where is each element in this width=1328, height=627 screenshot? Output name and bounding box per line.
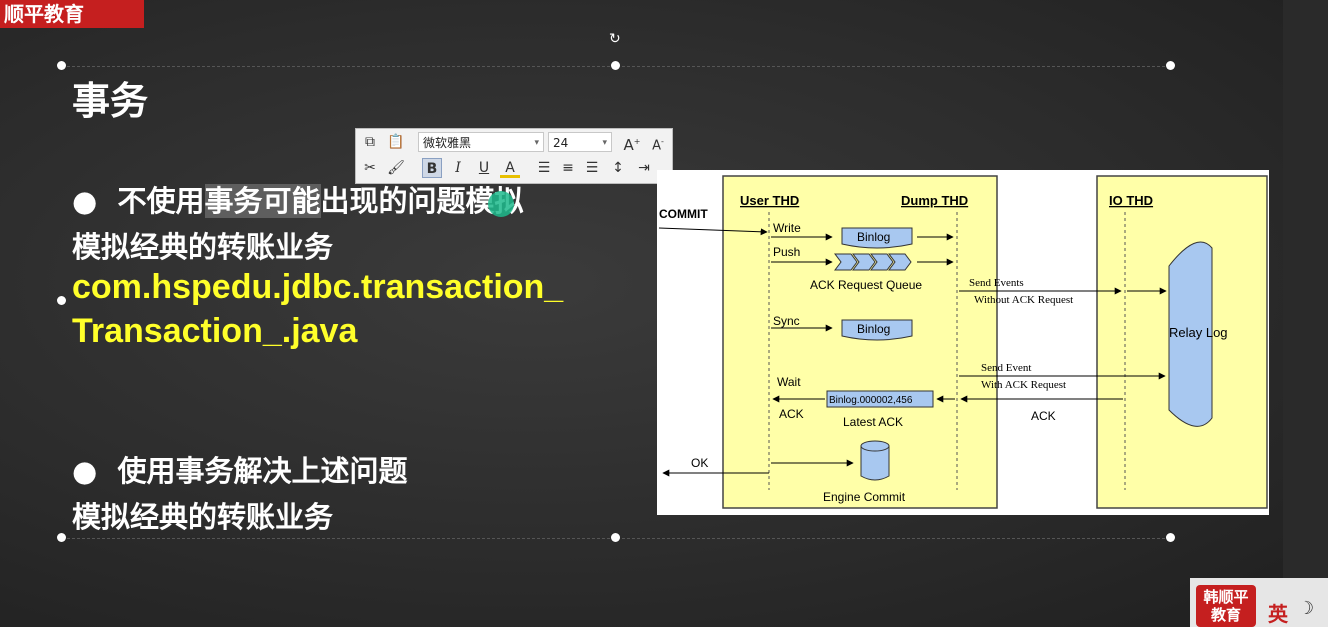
resize-handle-bl[interactable]	[57, 533, 66, 542]
logo-line2: 教育	[1210, 606, 1241, 624]
latest-ack-label: Latest ACK	[843, 415, 903, 429]
format-painter-icon[interactable]: 🖌	[387, 160, 405, 176]
semisync-replication-diagram[interactable]: User THD Dump THD IO THD COMMIT Write Bi…	[657, 170, 1269, 515]
database-icon	[860, 440, 890, 481]
send-events-label: Send Events	[969, 277, 1024, 289]
engine-commit-label: Engine Commit	[823, 490, 906, 504]
master-panel	[722, 175, 998, 509]
window-edge-dark	[1283, 0, 1328, 627]
bullet-2-text: 使用事务解决上述问题	[117, 454, 408, 488]
font-size-value: 24	[553, 136, 569, 150]
commit-arrow	[658, 227, 768, 236]
mini-format-toolbar: ⧉ 📋 微软雅黑 ▾ 24 ▾ A+ A- ✂ 🖌 B I U A ☰ ≡ ☰ …	[355, 128, 673, 184]
without-ack-label: Without ACK Request	[974, 294, 1073, 306]
paste-icon[interactable]: 📋	[387, 134, 405, 150]
user-thd-label: User THD	[740, 193, 799, 208]
line-transfer-2[interactable]: 模拟经典的转账业务	[72, 500, 334, 534]
cursor-highlight-icon	[488, 191, 514, 217]
ack-left-label: ACK	[779, 407, 804, 421]
bullet-1[interactable]: ● 不使用事务可能出现的问题模拟	[72, 178, 524, 220]
ime-language-indicator[interactable]: 英	[1268, 602, 1288, 626]
selected-text[interactable]: 事务可能	[204, 184, 321, 218]
ok-label: OK	[691, 456, 708, 470]
resize-handle-br[interactable]	[1166, 533, 1175, 542]
bullet-dot: ●	[72, 184, 118, 218]
copy-icon[interactable]: ⧉	[365, 134, 375, 150]
bullet-1-pre: 不使用	[117, 184, 205, 218]
shrink-font-button[interactable]: A-	[652, 137, 664, 154]
io-thd-label: IO THD	[1109, 193, 1153, 208]
brand-tag: 顺平教育	[0, 0, 144, 28]
resize-handle-tl[interactable]	[57, 61, 66, 70]
wait-label: Wait	[777, 375, 801, 389]
align-left-icon[interactable]: ☰	[537, 160, 551, 176]
code-file-line[interactable]: Transaction_.java	[72, 312, 358, 350]
binlog-2-label: Binlog	[857, 322, 890, 336]
binlog-position-label: Binlog.000002,456	[829, 395, 913, 406]
resize-handle-ml[interactable]	[57, 296, 66, 305]
grow-font-button[interactable]: A+	[623, 136, 641, 154]
push-label: Push	[773, 245, 800, 259]
commit-label: COMMIT	[659, 207, 708, 221]
font-size-select[interactable]: 24 ▾	[548, 132, 612, 152]
bullet-2[interactable]: ● 使用事务解决上述问题	[72, 448, 408, 490]
moon-icon[interactable]: ☽	[1298, 598, 1315, 619]
ack-queue-label: ACK Request Queue	[810, 278, 922, 292]
font-color-button[interactable]: A	[500, 158, 520, 178]
chevron-down-icon: ▾	[534, 138, 539, 148]
write-label: Write	[773, 221, 801, 235]
bullet-dot: ●	[72, 454, 118, 488]
ack-queue-shape	[834, 253, 912, 271]
binlog-1-label: Binlog	[857, 230, 890, 244]
logo-line1: 韩顺平	[1203, 588, 1249, 606]
binlog-1-shape	[841, 227, 913, 249]
rotate-handle-icon[interactable]: ↻	[609, 31, 621, 47]
resize-handle-tc[interactable]	[611, 61, 620, 70]
indent-icon[interactable]: ⇥	[638, 160, 650, 176]
font-family-select[interactable]: 微软雅黑 ▾	[418, 132, 544, 152]
slide-title[interactable]: 事务	[72, 79, 149, 123]
align-center-icon[interactable]: ≡	[562, 160, 574, 176]
code-package-line[interactable]: com.hspedu.jdbc.transaction_	[72, 268, 564, 306]
hsp-logo: 韩顺平 教育	[1196, 585, 1256, 627]
send-event-label: Send Event	[981, 362, 1031, 374]
line-transfer-1[interactable]: 模拟经典的转账业务	[72, 230, 334, 264]
align-right-icon[interactable]: ☰	[585, 160, 599, 176]
relay-log-label: Relay Log	[1169, 325, 1228, 340]
bold-button[interactable]: B	[422, 158, 442, 178]
with-ack-label: With ACK Request	[981, 379, 1066, 391]
line-spacing-icon[interactable]: ↕	[612, 160, 624, 176]
resize-handle-tr[interactable]	[1166, 61, 1175, 70]
dump-thd-label: Dump THD	[901, 193, 968, 208]
relay-log-shape	[1168, 241, 1213, 427]
underline-button[interactable]: U	[478, 160, 490, 176]
sync-label: Sync	[773, 314, 800, 328]
chevron-down-icon: ▾	[602, 138, 607, 148]
font-family-value: 微软雅黑	[423, 136, 472, 150]
binlog-position-box	[826, 390, 934, 408]
resize-handle-bc[interactable]	[611, 533, 620, 542]
binlog-2-shape	[841, 319, 913, 341]
italic-button[interactable]: I	[455, 160, 461, 176]
cut-icon[interactable]: ✂	[364, 160, 376, 176]
grow-font-icon: A	[623, 136, 634, 154]
shrink-font-icon: A	[652, 138, 661, 154]
ack-right-label: ACK	[1031, 409, 1056, 423]
